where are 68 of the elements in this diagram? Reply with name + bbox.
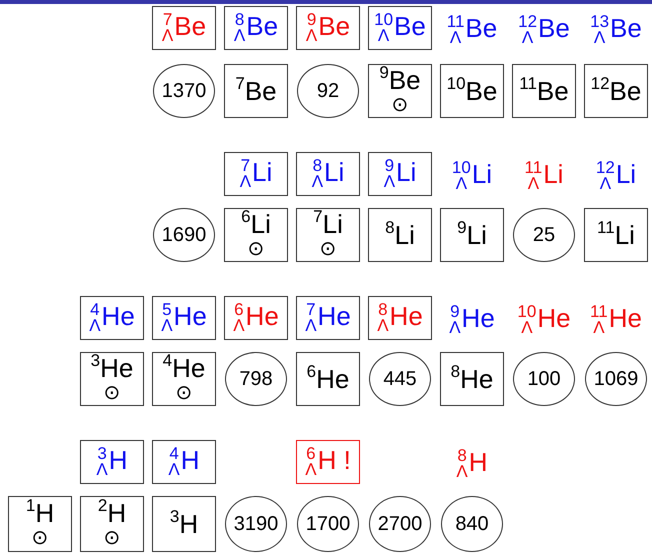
nucleus-box [584,208,648,262]
nucleus-box [512,64,576,118]
hypernucleus-box [296,296,360,340]
lifetime-value: 92 [316,81,340,101]
nucleus-box [440,64,504,118]
nucleus-symbol: $^{2}$H [98,500,126,526]
hypernucleus-box [224,296,288,340]
nucleus-box [152,352,216,406]
lifetime-value: 3190 [234,514,278,534]
nucleus-box [296,208,360,262]
nucleus-box [584,64,648,118]
nucleus-symbol: $^{3}$H [170,511,198,537]
stable-marker: ⊙ [32,528,48,548]
hypernucleus-box [368,296,432,340]
nucleus-box [152,496,216,552]
hypernucleus-box [368,6,432,50]
nucleus-symbol: $^{8}$He [450,366,494,392]
hypernucleus-box [152,440,216,484]
hypernucleus-box [296,440,360,484]
nucleus-box [368,64,432,118]
nucleus-symbol: $^{11}$Be [519,78,569,104]
nucleus-box [296,352,360,406]
stable-marker: ⊙ [248,239,264,259]
nucleus-box [224,64,288,118]
hypernucleus-box [296,152,360,196]
lifetime-value: 25 [532,225,556,245]
stable-marker: ⊙ [104,528,120,548]
hypernucleus-box [152,6,216,50]
nucleus-box [8,496,72,552]
nucleus-symbol: $^{8}$Li [385,222,415,248]
hypernucleus-box [224,152,288,196]
lifetime-value: 1069 [594,369,638,389]
stable-marker: ⊙ [104,383,120,403]
stable-marker: ⊙ [392,95,408,115]
nucleus-symbol: $^{4}$He [162,355,206,381]
nucleus-symbol: $^{7}$Be [235,78,277,104]
nucleus-box [80,496,144,552]
lifetime-value: 1370 [162,81,206,101]
nucleus-symbol: $^{9}$Be [379,67,421,93]
hypernucleus-box [296,6,360,50]
lifetime-value: 1690 [162,225,206,245]
nucleus-symbol: $^{11}$Li [597,222,635,248]
nucleus-symbol: $^{10}$Be [446,78,498,104]
lifetime-value: 840 [455,514,489,534]
lifetime-value: 100 [527,369,561,389]
nucleus-box [224,208,288,262]
hypernucleus-box [224,6,288,50]
hypernucleus-box [80,296,144,340]
nucleus-symbol: $^{7}$Li [313,211,343,237]
lifetime-value: 2700 [378,514,422,534]
nucleus-box [440,208,504,262]
hypernucleus-box [152,296,216,340]
nucleus-symbol: $^{1}$H [26,500,54,526]
nucleus-symbol: $^{9}$Li [457,222,487,248]
lifetime-value: 798 [239,369,273,389]
lifetime-value: 1700 [306,514,350,534]
hypernucleus-box [80,440,144,484]
nucleus-symbol: $^{6}$Li [241,211,271,237]
nucleus-box [80,352,144,406]
nucleus-symbol: $^{12}$Be [590,78,642,104]
hypernucleus-box [368,152,432,196]
stable-marker: ⊙ [176,383,192,403]
nucleus-box [368,208,432,262]
nucleus-symbol: $^{6}$He [306,366,350,392]
nucleus-box [440,352,504,406]
stable-marker: ⊙ [320,239,336,259]
nucleus-symbol: $^{3}$He [90,355,134,381]
lifetime-value: 445 [383,369,417,389]
